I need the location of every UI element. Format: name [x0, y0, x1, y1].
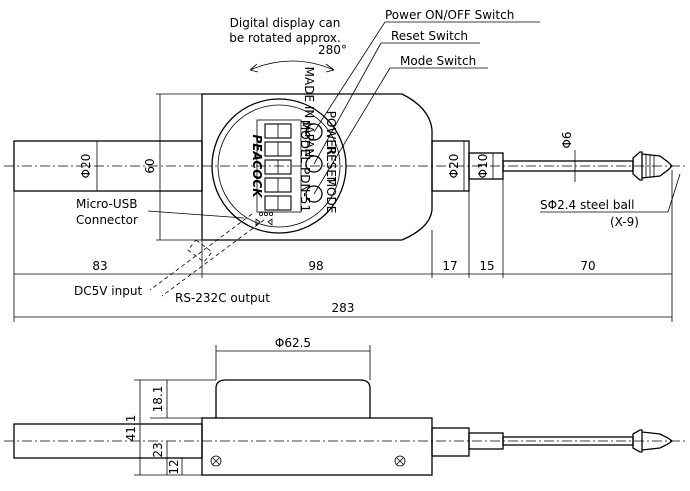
dim-phi20-neck: Φ20 [447, 154, 461, 179]
mode-button-label: MODE [324, 177, 338, 214]
top-view: PEACOCK MODEL PDN-51 MADE IN JAPAN POWER… [4, 8, 686, 322]
dim-98: 98 [308, 259, 323, 273]
main-body [201, 93, 433, 241]
indicator-dot-3 [268, 211, 273, 216]
ball-pointer [667, 173, 681, 213]
rotate-note-line1: Digital display can [230, 16, 341, 30]
made-in-label: MADE IN JAPAN [302, 67, 316, 158]
dim-18-1: 18.1 [151, 386, 165, 413]
lcd-window [256, 119, 302, 213]
indicator-dots [255, 211, 273, 226]
dim-70: 70 [580, 259, 595, 273]
screw-right-head [394, 455, 406, 467]
power-button-circle[interactable] [305, 123, 323, 141]
lcd-display [256, 119, 302, 213]
dim-17: 17 [442, 259, 457, 273]
indicator-dot-2 [263, 211, 268, 216]
display-face-outer [211, 98, 347, 234]
cable-plug [187, 239, 213, 263]
usb-label-line2: Connector [76, 213, 138, 227]
side-display-top [215, 379, 371, 418]
cable [149, 213, 265, 297]
side-contact-tip [632, 429, 674, 453]
reset-switch-pointer [313, 42, 382, 165]
dim-41-1: 41.1 [124, 415, 138, 442]
mode-switch-label: Mode Switch [400, 54, 476, 68]
dim-phi62: Φ62.5 [275, 336, 311, 350]
arrow-left-icon [267, 218, 273, 226]
side-view: Φ62.5 18.1 41.1 23 12 [4, 336, 686, 476]
power-switch-pointer [313, 21, 386, 133]
ball-label-line1: SΦ2.4 steel ball [540, 198, 634, 212]
arrow-right-icon [255, 218, 261, 226]
dim-phi20-left: Φ20 [79, 154, 93, 179]
side-body [201, 417, 433, 476]
contact-tip [632, 151, 673, 181]
rotation-arrow-icon [249, 60, 335, 73]
indicator-dot-1 [258, 211, 263, 216]
dim-23: 23 [151, 442, 165, 457]
ball-label-line2: (X-9) [610, 215, 639, 229]
display-face-inner [217, 104, 341, 228]
screw-left-slot-2 [212, 457, 220, 465]
dc-input-label: DC5V input [74, 284, 142, 298]
cable-line-2 [161, 219, 265, 297]
power-switch-label: Power ON/OFF Switch [385, 8, 514, 22]
dim-phi6: Φ6 [560, 131, 574, 148]
dim-15: 15 [479, 259, 494, 273]
dim-12: 12 [167, 459, 181, 474]
rs232-label: RS-232C output [175, 291, 270, 305]
rotate-angle: 280° [318, 43, 347, 57]
screw-right-slot-2 [396, 457, 404, 465]
usb-label-line1: Micro-USB [76, 197, 137, 211]
usb-leader [147, 210, 245, 219]
screw-right [394, 455, 406, 467]
rotate-note-line2: be rotated approx. [229, 31, 341, 45]
dim-283: 283 [332, 301, 355, 315]
reset-switch-label: Reset Switch [391, 29, 468, 43]
side-neck [431, 427, 470, 457]
dim-60: 60 [143, 158, 157, 173]
screw-left [210, 455, 222, 467]
mode-switch-pointer [313, 67, 391, 195]
brand-logo: PEACOCK [250, 134, 264, 199]
dim-phi10: Φ10 [476, 154, 490, 179]
lcd-digits [264, 123, 292, 211]
cable-line-1 [149, 213, 253, 291]
mode-button-circle[interactable] [305, 185, 323, 203]
mode-button[interactable]: MODE [305, 177, 338, 214]
dim-83: 83 [92, 259, 107, 273]
screw-left-head [210, 455, 222, 467]
reset-button-circle[interactable] [305, 155, 323, 173]
